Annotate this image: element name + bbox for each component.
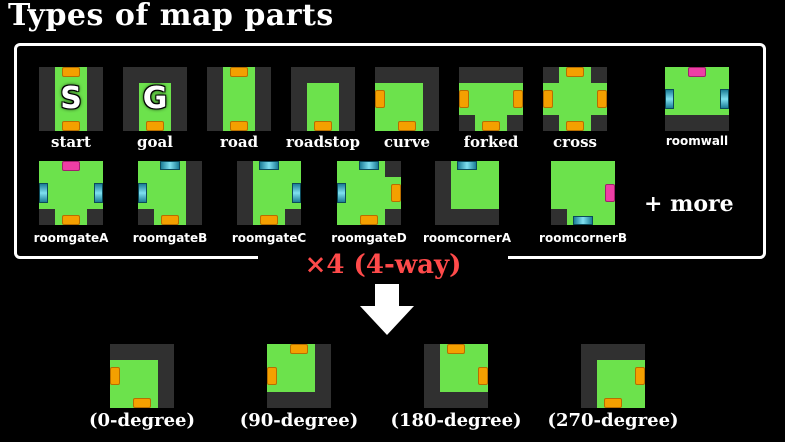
rotation-label-180: (180-degree) (390, 410, 522, 431)
tile-goal: G (123, 67, 187, 131)
tile-label-start: start (51, 133, 91, 151)
tile-label-cross: cross (553, 133, 597, 151)
tile-road (207, 67, 271, 131)
tile-label-roomcornerA: roomcornerA (422, 231, 512, 245)
tile-label-roomcornerB: roomcornerB (539, 231, 627, 245)
tile-forked (459, 67, 523, 131)
tile-roomwall (665, 67, 729, 131)
tile-roomgateC (237, 161, 301, 225)
tile-roomgateA (39, 161, 103, 225)
multiplier-label: ×4 (4-way) (258, 250, 508, 280)
tile-curve (375, 67, 439, 131)
page-title: Types of map parts (8, 0, 334, 33)
rotation-label-0: (0-degree) (88, 410, 196, 431)
rotation-tile-180 (424, 344, 488, 408)
tile-roomgateD (337, 161, 401, 225)
tile-start: S (39, 67, 103, 131)
tile-label-roadstop: roadstop (286, 133, 360, 151)
tile-label-roomgateA: roomgateA (33, 231, 109, 245)
more-label: + more (644, 191, 734, 217)
tile-roadstop (291, 67, 355, 131)
tile-label-roomgateB: roomgateB (132, 231, 208, 245)
goal-letter: G (142, 81, 168, 116)
rotation-label-270: (270-degree) (547, 410, 679, 431)
down-arrow-icon (360, 284, 414, 335)
tile-label-goal: goal (137, 133, 173, 151)
tile-label-curve: curve (383, 133, 431, 151)
tile-label-roomwall: roomwall (665, 134, 729, 148)
tile-roomgateB (138, 161, 202, 225)
tile-roomcornerA (435, 161, 499, 225)
tile-label-road: road (219, 133, 259, 151)
tile-label-roomgateC: roomgateC (231, 231, 307, 245)
rotation-tile-90 (267, 344, 331, 408)
tile-label-roomgateD: roomgateD (331, 231, 407, 245)
start-letter: S (60, 81, 82, 116)
rotation-label-90: (90-degree) (239, 410, 359, 431)
tile-label-forked: forked (463, 133, 519, 151)
tile-cross (543, 67, 607, 131)
tile-roomcornerB (551, 161, 615, 225)
rotation-tile-0 (110, 344, 174, 408)
rotation-tile-270 (581, 344, 645, 408)
